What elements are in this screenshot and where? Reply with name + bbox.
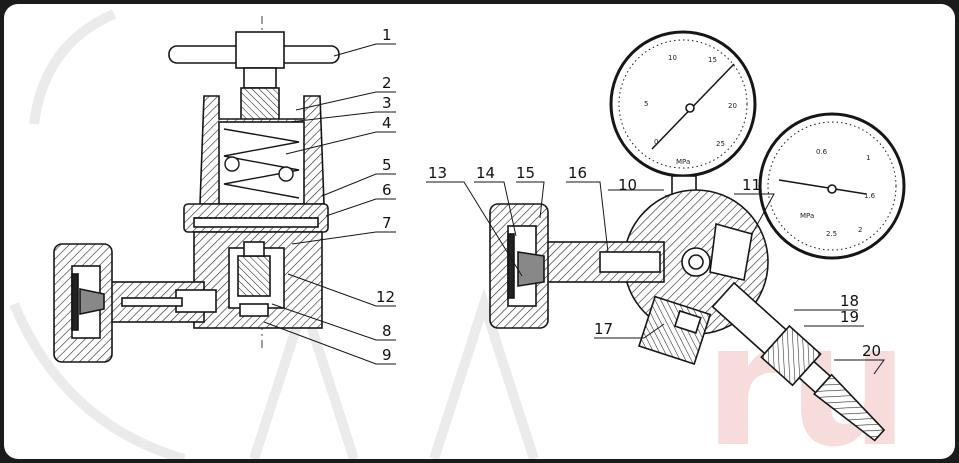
regulator-diagram: ru — [4, 4, 955, 463]
low-tick-3: 2 — [858, 226, 862, 234]
callout-1: 1 — [382, 26, 392, 44]
high-tick-0: 10 — [668, 54, 677, 62]
callout-12: 12 — [376, 288, 395, 306]
high-tick-5: 25 — [716, 140, 725, 148]
high-tick-2: 5 — [644, 100, 648, 108]
leader-lines-left — [263, 43, 396, 365]
callout-8: 8 — [382, 322, 392, 340]
callout-6: 6 — [382, 181, 392, 199]
callout-19: 19 — [840, 308, 859, 326]
outlet-fitting — [711, 281, 886, 442]
callout-18: 18 — [840, 292, 859, 310]
callout-16: 16 — [568, 164, 587, 182]
callout-14: 14 — [476, 164, 495, 182]
diagram-frame: ru — [4, 4, 955, 463]
callout-5: 5 — [382, 156, 392, 174]
high-unit: MPa — [676, 158, 690, 166]
right-assembly — [489, 30, 906, 442]
callout-11: 11 — [742, 176, 761, 194]
low-unit: MPa — [800, 212, 814, 220]
low-tick-4: 2.5 — [826, 230, 837, 238]
left-assembly — [53, 16, 340, 363]
callout-3: 3 — [382, 94, 392, 112]
callout-20: 20 — [862, 342, 881, 360]
callout-9: 9 — [382, 346, 392, 364]
low-gauge-labels: 0.6 1 1.6 2 2.5 MPa — [800, 148, 876, 238]
callout-15: 15 — [516, 164, 535, 182]
high-pressure-gauge — [609, 30, 757, 209]
low-pressure-gauge — [758, 112, 906, 260]
callout-2: 2 — [382, 74, 392, 92]
spring — [223, 128, 300, 199]
low-tick-1: 1 — [866, 154, 870, 162]
high-tick-3: 20 — [728, 102, 737, 110]
safety-valve — [638, 295, 712, 365]
low-tick-0: 0.6 — [816, 148, 828, 156]
callout-17: 17 — [594, 320, 613, 338]
callout-10: 10 — [618, 176, 637, 194]
high-tick-1: 15 — [708, 56, 717, 64]
callout-4: 4 — [382, 114, 392, 132]
callout-7: 7 — [382, 214, 392, 232]
callout-13: 13 — [428, 164, 447, 182]
leader-lines-right — [426, 181, 885, 375]
low-tick-2: 1.6 — [864, 192, 876, 200]
high-tick-4: 0 — [654, 138, 658, 146]
high-gauge-labels: 10 15 5 20 0 25 MPa — [644, 54, 737, 166]
callouts: 1 2 3 4 5 6 7 8 9 10 11 12 13 14 15 16 1… — [376, 26, 881, 364]
